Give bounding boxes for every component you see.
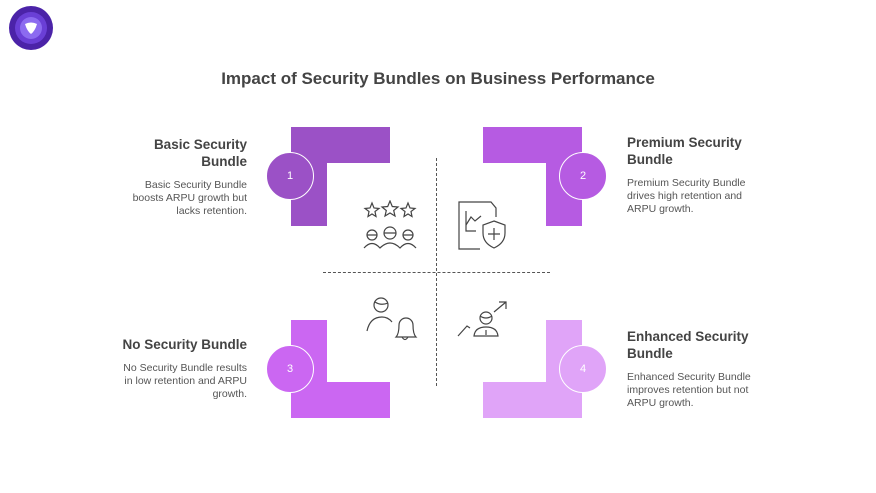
users-stars-icon bbox=[363, 200, 417, 249]
quadrant-3-badge: 3 bbox=[266, 345, 314, 393]
page-title: Impact of Security Bundles on Business P… bbox=[221, 69, 655, 88]
user-growth-icon bbox=[457, 301, 507, 337]
quadrant-4-shape-leg bbox=[483, 382, 582, 418]
quadrant-4-heading: Enhanced Security Bundle bbox=[627, 329, 749, 361]
logo bbox=[9, 6, 53, 50]
quadrant-2-badge: 2 bbox=[559, 152, 607, 200]
quadrant-4-badge: 4 bbox=[559, 345, 607, 393]
quadrant-3-heading: No Security Bundle bbox=[122, 337, 247, 352]
quadrant-1-heading: Basic Security Bundle bbox=[153, 137, 247, 169]
horizontal-divider bbox=[323, 272, 550, 273]
quadrant-1-description: Basic Security Bundle boosts ARPU growth… bbox=[132, 179, 247, 217]
quadrant-2-description: Premium Security Bundle drives high rete… bbox=[627, 177, 746, 215]
quadrant-4-description: Enhanced Security Bundle improves retent… bbox=[627, 371, 751, 409]
quadrant-3-description: No Security Bundle results in low retent… bbox=[123, 362, 247, 400]
quadrant-1-badge: 1 bbox=[266, 152, 314, 200]
quadrant-2-heading: Premium Security Bundle bbox=[627, 135, 742, 167]
user-bell-icon bbox=[366, 297, 418, 341]
quadrant-3-shape-leg bbox=[291, 382, 390, 418]
report-shield-icon bbox=[458, 201, 506, 250]
